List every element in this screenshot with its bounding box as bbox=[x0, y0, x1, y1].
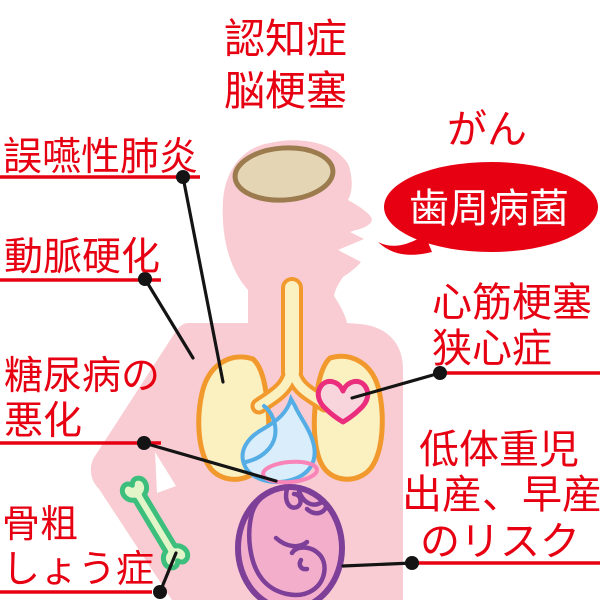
pointer-dots bbox=[137, 170, 447, 599]
heart bbox=[315, 378, 371, 425]
label-preterm-line3: のリスク bbox=[420, 519, 580, 565]
label-osteoporosis-line2: しょう症 bbox=[2, 547, 154, 591]
label-osteoporosis-line1: 骨粗 bbox=[2, 502, 78, 546]
uterus-group bbox=[235, 484, 345, 600]
pointer-line-preterm-birth-risk bbox=[341, 561, 414, 568]
label-preterm-line2: 出産、早産 bbox=[402, 472, 600, 518]
label-diabetes-line1: 糖尿病の bbox=[4, 354, 160, 399]
elbow-gap bbox=[155, 452, 176, 493]
labels: 認知症 脳梗塞 誤嚥性肺炎 動脈硬化 糖尿病の 悪化 骨粗 しょう症 がん 心筋… bbox=[2, 15, 600, 591]
pointer-line-aspiration-pneumonia bbox=[181, 175, 225, 384]
fetus-back-head bbox=[247, 485, 327, 598]
label-heart-disease-line2: 狭心症 bbox=[432, 326, 552, 372]
pointer-dot-aspiration-pneumonia bbox=[176, 170, 190, 184]
pointer-lines bbox=[142, 175, 442, 594]
label-arteriosclerosis: 動脈硬化 bbox=[4, 235, 160, 280]
pointer-dot-arteriosclerosis bbox=[138, 272, 152, 286]
stomach-fold bbox=[244, 404, 278, 464]
fetus-knee bbox=[304, 502, 330, 516]
pointer-dot-preterm-birth-risk bbox=[405, 556, 419, 570]
fetus-leg bbox=[296, 488, 325, 507]
duodenum-oval bbox=[261, 459, 319, 485]
speech-bubble-body bbox=[384, 162, 598, 252]
label-preterm-line1: 低体重児 bbox=[419, 427, 579, 473]
pointer-line-heart-disease bbox=[350, 371, 442, 400]
pointer-dot-osteoporosis bbox=[153, 585, 167, 599]
fetus bbox=[247, 485, 330, 598]
bone bbox=[119, 475, 191, 571]
brain bbox=[232, 145, 336, 203]
pointer-dot-heart-disease bbox=[433, 366, 447, 380]
fetus-arm bbox=[273, 535, 310, 549]
label-underlines bbox=[0, 175, 600, 594]
fetus-umbilical-cord bbox=[283, 486, 303, 510]
pointer-line-arteriosclerosis bbox=[143, 277, 195, 360]
fetus-face bbox=[297, 557, 310, 572]
speech-bubble-text: 歯周病菌 bbox=[409, 186, 569, 232]
label-dementia-line1: 認知症 bbox=[224, 15, 347, 63]
label-dementia-line2: 脳梗塞 bbox=[224, 67, 347, 115]
label-diabetes-line2: 悪化 bbox=[4, 399, 82, 444]
pointer-line-diabetes bbox=[142, 441, 278, 483]
pointer-line-osteoporosis bbox=[158, 551, 178, 594]
pointer-dot-diabetes bbox=[137, 436, 151, 450]
label-heart-disease-line1: 心筋梗塞 bbox=[432, 280, 592, 326]
speech-bubble: 歯周病菌 bbox=[378, 162, 598, 255]
label-cancer: がん bbox=[447, 107, 527, 153]
label-aspiration-pneumonia: 誤嚥性肺炎 bbox=[3, 135, 198, 180]
